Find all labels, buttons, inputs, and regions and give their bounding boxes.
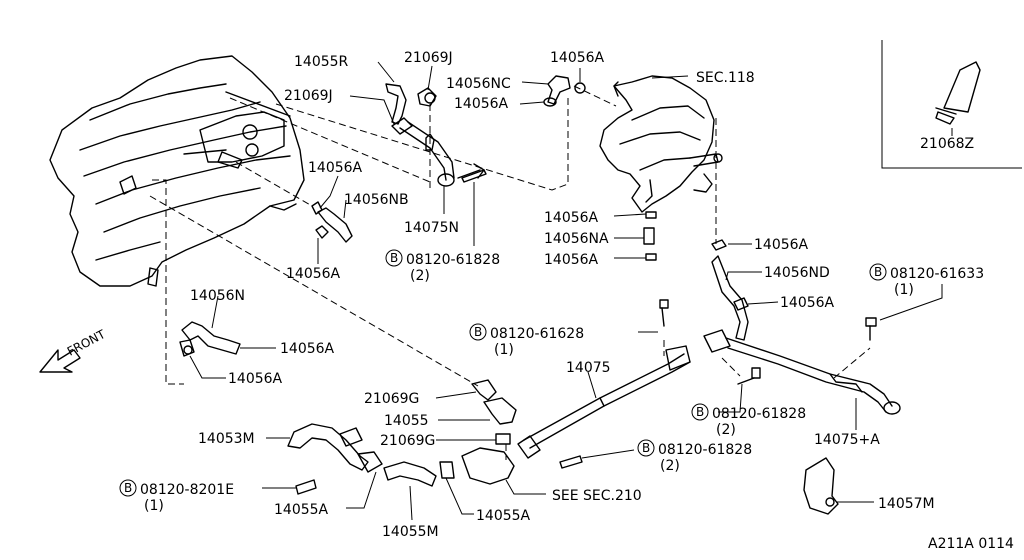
label-bolt-4-qty: (2) <box>716 422 736 438</box>
label-21069G-a: 21069G <box>364 391 419 407</box>
label-14056A-e: 14056A <box>544 210 599 226</box>
label-bolt-5: 08120-61828 <box>658 442 752 458</box>
label-21069J-top: 21069J <box>404 50 453 66</box>
label-14056A-i: 14056A <box>280 341 335 357</box>
bolt-symbol-5 <box>637 439 655 457</box>
dashed-guides <box>149 85 871 460</box>
bolt-symbols <box>119 249 887 497</box>
hose-14056ND <box>711 239 749 341</box>
leader-lines <box>189 61 943 521</box>
pipe-14075N <box>399 121 485 187</box>
label-bolt-1-qty: (2) <box>410 268 430 284</box>
bolt-symbol-text-5: B <box>642 441 650 455</box>
label-14056NA: 14056NA <box>544 231 609 247</box>
bolt-symbol-text-4: B <box>696 405 704 419</box>
label-14056ND: 14056ND <box>764 265 830 281</box>
engine-block <box>49 55 305 287</box>
label-14055: 14055 <box>384 413 429 429</box>
label-bolt-6: 08120-8201E <box>140 482 234 498</box>
lower-hoses <box>179 321 517 487</box>
label-bolt-2-qty: (1) <box>894 282 914 298</box>
pipe-14075A <box>703 329 901 415</box>
label-14055A-a: 14055A <box>274 502 329 518</box>
label-14075N: 14075N <box>404 220 459 236</box>
label-14055M: 14055M <box>382 524 439 540</box>
label-14056A-f: 14056A <box>544 252 599 268</box>
label-21068Z: 21068Z <box>920 136 974 152</box>
diagram-code: A211A 0114 <box>928 536 1014 552</box>
bolt-symbol-text-3: B <box>474 325 482 339</box>
label-14056A-j: 14056A <box>228 371 283 387</box>
pipe-14075 <box>517 345 691 459</box>
label-bolt-5-qty: (2) <box>660 458 680 474</box>
bolt-symbol-6 <box>119 479 137 497</box>
label-21069G-b: 21069G <box>380 433 435 449</box>
bolt-symbol-2 <box>869 263 887 281</box>
label-14056A-c: 14056A <box>308 160 363 176</box>
mid-connectors <box>643 211 657 261</box>
label-14057M: 14057M <box>878 496 935 512</box>
bolt-symbol-1 <box>385 249 403 267</box>
label-14056NB: 14056NB <box>344 192 409 208</box>
label-sec118: SEC.118 <box>696 70 755 86</box>
label-bolt-2: 08120-61633 <box>890 266 984 282</box>
label-14055R: 14055R <box>294 54 349 70</box>
label-bolt-3-qty: (1) <box>494 342 514 358</box>
label-14056A-b: 14056A <box>454 96 509 112</box>
label-21069J-left: 21069J <box>284 88 333 104</box>
hose-14056NB <box>311 201 353 243</box>
bracket-14057M <box>803 457 839 515</box>
front-label: FRONT <box>65 327 108 359</box>
label-14056NC: 14056NC <box>446 76 511 92</box>
label-bolt-1: 08120-61828 <box>406 252 500 268</box>
label-14055A-b: 14055A <box>476 508 531 524</box>
label-sec210: SEE SEC.210 <box>552 488 642 504</box>
front-arrow-icon <box>39 349 81 373</box>
label-14056A-h: 14056A <box>780 295 835 311</box>
upper-hoses <box>385 75 586 151</box>
label-14056A-a: 14056A <box>550 50 605 66</box>
label-14056N: 14056N <box>190 288 245 304</box>
bolt-symbol-text-2: B <box>874 265 882 279</box>
label-14075: 14075 <box>566 360 611 376</box>
part-labels: 14055R 21069J 21069J 14056A 14056NC 1405… <box>124 50 1014 552</box>
label-14075A: 14075+A <box>814 432 880 448</box>
bolts <box>295 169 877 495</box>
label-14056A-d: 14056A <box>286 266 341 282</box>
bolt-symbol-text-6: B <box>124 481 132 495</box>
label-14053M: 14053M <box>198 431 255 447</box>
label-bolt-4: 08120-61828 <box>712 406 806 422</box>
label-bolt-3: 08120-61628 <box>490 326 584 342</box>
bolt-symbol-3 <box>469 323 487 341</box>
label-14056A-g: 14056A <box>754 237 809 253</box>
sealant-tube-icon <box>935 61 981 125</box>
bolt-symbol-4 <box>691 403 709 421</box>
bolt-symbol-text-1: B <box>390 251 398 265</box>
label-bolt-6-qty: (1) <box>144 498 164 514</box>
inset-panel: 21068Z <box>881 40 1022 169</box>
water-outlet-assembly <box>599 75 723 213</box>
